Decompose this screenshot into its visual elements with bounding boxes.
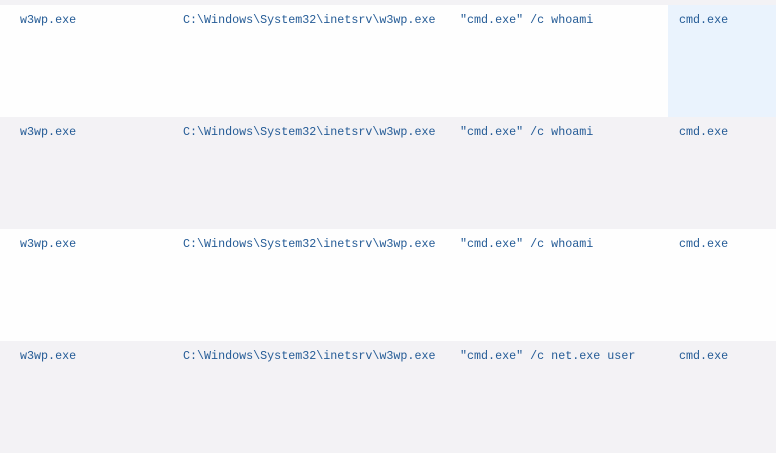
table-row[interactable]: w3wp.exe C:\Windows\System32\inetsrv\w3w… [0, 117, 776, 229]
process-cell[interactable]: cmd.exe [679, 349, 729, 363]
results-table: w3wp.exe C:\Windows\System32\inetsrv\w3w… [0, 5, 776, 453]
parent-path-cell[interactable]: C:\Windows\System32\inetsrv\w3wp.exe [183, 349, 436, 363]
parent-path-cell[interactable]: C:\Windows\System32\inetsrv\w3wp.exe [183, 125, 436, 139]
image-cell[interactable]: w3wp.exe [20, 13, 77, 27]
table-row[interactable]: w3wp.exe C:\Windows\System32\inetsrv\w3w… [0, 5, 776, 117]
process-cell[interactable]: cmd.exe [679, 125, 729, 139]
command-line-cell[interactable]: "cmd.exe" /c whoami [460, 13, 594, 27]
top-strip [0, 0, 776, 5]
parent-path-cell[interactable]: C:\Windows\System32\inetsrv\w3wp.exe [183, 237, 436, 251]
table-row[interactable]: w3wp.exe C:\Windows\System32\inetsrv\w3w… [0, 341, 776, 453]
process-cell-selected[interactable]: cmd.exe [668, 5, 776, 117]
process-cell[interactable]: cmd.exe [679, 237, 729, 251]
parent-path-cell[interactable]: C:\Windows\System32\inetsrv\w3wp.exe [183, 13, 436, 27]
command-line-cell[interactable]: "cmd.exe" /c whoami [460, 125, 594, 139]
command-line-cell[interactable]: "cmd.exe" /c whoami [460, 237, 594, 251]
image-cell[interactable]: w3wp.exe [20, 125, 77, 139]
table-row[interactable]: w3wp.exe C:\Windows\System32\inetsrv\w3w… [0, 229, 776, 341]
command-line-cell[interactable]: "cmd.exe" /c net.exe user [460, 349, 636, 363]
image-cell[interactable]: w3wp.exe [20, 349, 77, 363]
image-cell[interactable]: w3wp.exe [20, 237, 77, 251]
